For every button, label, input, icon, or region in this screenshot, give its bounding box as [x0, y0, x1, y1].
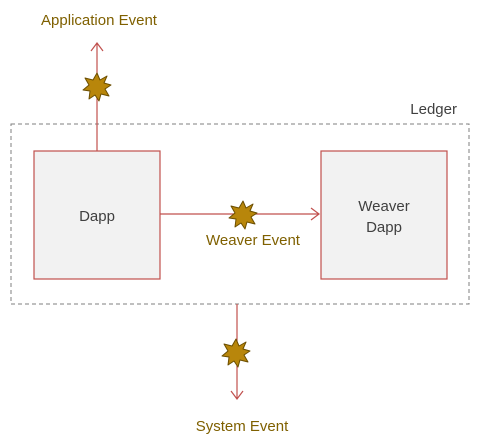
weaver-burst-icon	[228, 200, 258, 230]
application-event-arrowhead	[90, 42, 104, 52]
weaver-event-arrowhead	[310, 207, 320, 221]
weaver-event-label: Weaver Event	[206, 232, 301, 249]
ledger-label: Ledger	[410, 101, 457, 118]
weaver-dapp-box	[320, 150, 448, 280]
application-event-label: Application Event	[41, 12, 158, 29]
system-event-arrowhead	[230, 390, 244, 400]
ledger-container	[10, 123, 470, 305]
system-burst-icon	[221, 338, 251, 368]
system-event-label: System Event	[196, 418, 289, 435]
dapp-label: Dapp	[79, 208, 115, 225]
weaver-dapp-label-line1: Weaver	[358, 198, 409, 215]
weaver-dapp-label-line2: Dapp	[366, 219, 402, 236]
application-burst-icon	[82, 72, 112, 102]
dapp-box	[33, 150, 161, 280]
